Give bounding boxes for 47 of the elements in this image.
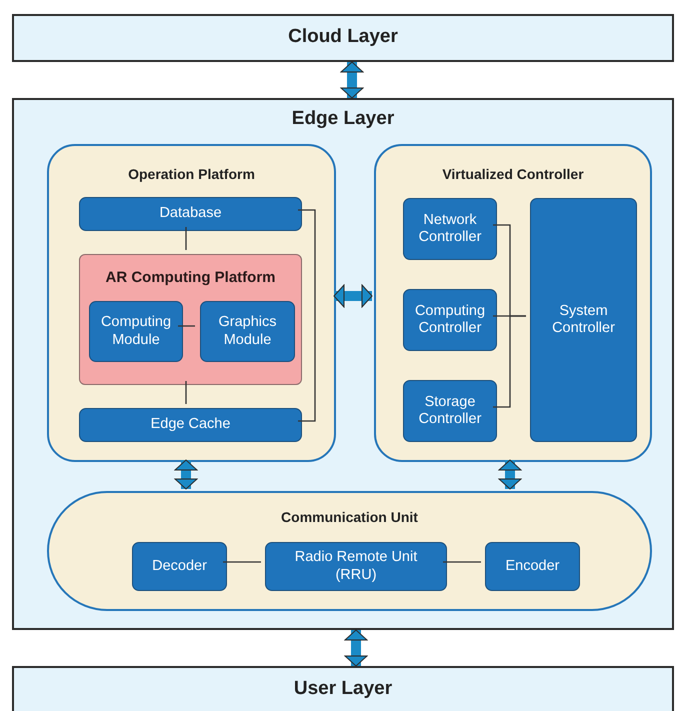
panel-title: Communication Unit <box>281 509 418 526</box>
platform-panel <box>79 254 302 385</box>
connector-line <box>223 561 261 563</box>
panel-title: Edge Layer <box>292 108 394 131</box>
double-arrow <box>334 284 372 308</box>
component-label: Decoder <box>152 558 207 576</box>
component-box <box>403 380 497 442</box>
connector-line <box>443 561 481 563</box>
panel-title: Cloud Layer <box>288 26 398 49</box>
component-label: System Controller <box>551 302 616 338</box>
component-label: Edge Cache <box>150 416 230 434</box>
connector-line <box>178 325 195 327</box>
component-box <box>89 301 183 362</box>
connector-line <box>298 209 316 422</box>
component-label: Computing Controller <box>414 302 486 338</box>
module-panel <box>374 144 652 462</box>
double-arrow <box>344 630 368 666</box>
component-box <box>403 198 497 260</box>
layer-panel <box>12 666 674 711</box>
panel-title: Operation Platform <box>128 166 255 183</box>
component-box <box>530 198 637 442</box>
component-label: Encoder <box>505 558 560 576</box>
component-label: Radio Remote Unit (RRU) <box>294 549 418 584</box>
component-box <box>485 542 580 591</box>
component-box <box>403 289 497 351</box>
component-label: Storage Controller <box>418 394 482 428</box>
connector-line <box>185 227 187 250</box>
layer-panel <box>12 98 674 630</box>
panel-title: AR Computing Platform <box>106 269 276 287</box>
component-label: Network Controller <box>418 212 482 246</box>
double-arrow <box>174 460 198 490</box>
component-label: Graphics Module <box>217 314 278 349</box>
component-box <box>265 542 447 591</box>
panel-title: User Layer <box>294 678 392 701</box>
component-box <box>79 197 302 231</box>
module-panel <box>47 144 336 462</box>
panel-title: Virtualized Controller <box>442 166 584 183</box>
layer-panel <box>12 14 674 62</box>
component-label: Database <box>159 205 222 223</box>
component-box <box>132 542 227 591</box>
component-box <box>200 301 295 362</box>
component-box <box>79 408 302 442</box>
component-label: Computing Module <box>100 314 172 349</box>
double-arrow <box>340 62 364 98</box>
connector-line <box>493 315 526 408</box>
connector-line <box>185 381 187 404</box>
double-arrow <box>498 460 522 490</box>
